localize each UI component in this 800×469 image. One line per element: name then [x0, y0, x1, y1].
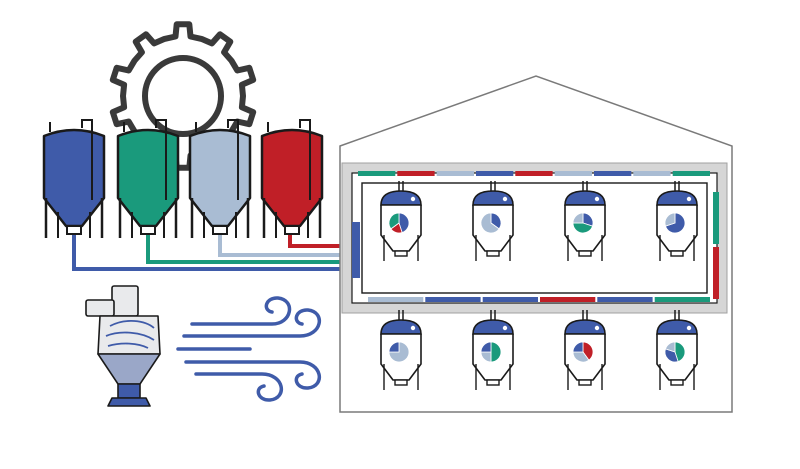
building-icon	[339, 75, 733, 413]
silo-icon	[116, 119, 180, 238]
mix-slice	[572, 351, 590, 363]
feed-hopper-icon	[564, 310, 606, 390]
mix-slice	[398, 212, 410, 234]
feed-segment	[540, 297, 596, 302]
pipe-lightblue	[218, 232, 352, 257]
wind-icon	[176, 296, 322, 402]
feed-duct-loop	[341, 162, 728, 314]
feed-hopper-icon	[380, 181, 422, 261]
feed-hopper-icon	[656, 181, 698, 261]
feed-hopper-row-bottom	[380, 310, 698, 390]
feed-segment	[436, 171, 474, 176]
pipe-blue	[72, 230, 352, 271]
pipe-green	[146, 232, 352, 264]
feed-segment	[397, 171, 435, 176]
pipe-red	[288, 232, 352, 248]
feed-pipelines	[72, 230, 352, 271]
silo-icon	[260, 119, 324, 238]
mix-slice	[582, 341, 594, 361]
feed-hopper-icon	[472, 181, 514, 261]
silo-icon	[42, 119, 106, 238]
feed-hopper-icon	[564, 181, 606, 261]
feed-segment	[515, 171, 553, 176]
mix-slice	[388, 212, 400, 230]
feed-hopper-icon	[656, 310, 698, 390]
mix-slice	[480, 341, 492, 353]
feed-segment	[425, 297, 481, 302]
silo-group	[42, 119, 324, 238]
feed-hopper-icon	[380, 310, 422, 390]
feed-segment	[633, 171, 671, 176]
mix-slice	[388, 341, 400, 353]
cyclone-separator-icon	[85, 285, 161, 407]
feed-segment	[713, 247, 719, 299]
feed-segment	[368, 297, 424, 302]
mix-slice	[572, 212, 584, 224]
feed-segment	[476, 171, 514, 176]
feed-segment	[482, 297, 538, 302]
mix-slice	[664, 212, 676, 227]
feed-segment	[654, 297, 710, 302]
feed-segment	[554, 171, 592, 176]
mix-slice	[664, 341, 676, 353]
mix-slice	[490, 212, 502, 230]
feed-segment	[713, 192, 719, 244]
mix-slice	[490, 341, 502, 363]
feed-segment	[672, 171, 710, 176]
feed-segment	[358, 171, 396, 176]
mix-slice	[480, 212, 500, 234]
feed-hopper-icon	[472, 310, 514, 390]
silo-icon	[188, 119, 252, 238]
mix-slice	[572, 222, 594, 234]
feed-hopper-row-top	[380, 181, 698, 261]
mix-slice	[572, 341, 584, 353]
feed-segment	[597, 297, 653, 302]
feed-segment	[594, 171, 632, 176]
mix-slice	[674, 341, 686, 363]
